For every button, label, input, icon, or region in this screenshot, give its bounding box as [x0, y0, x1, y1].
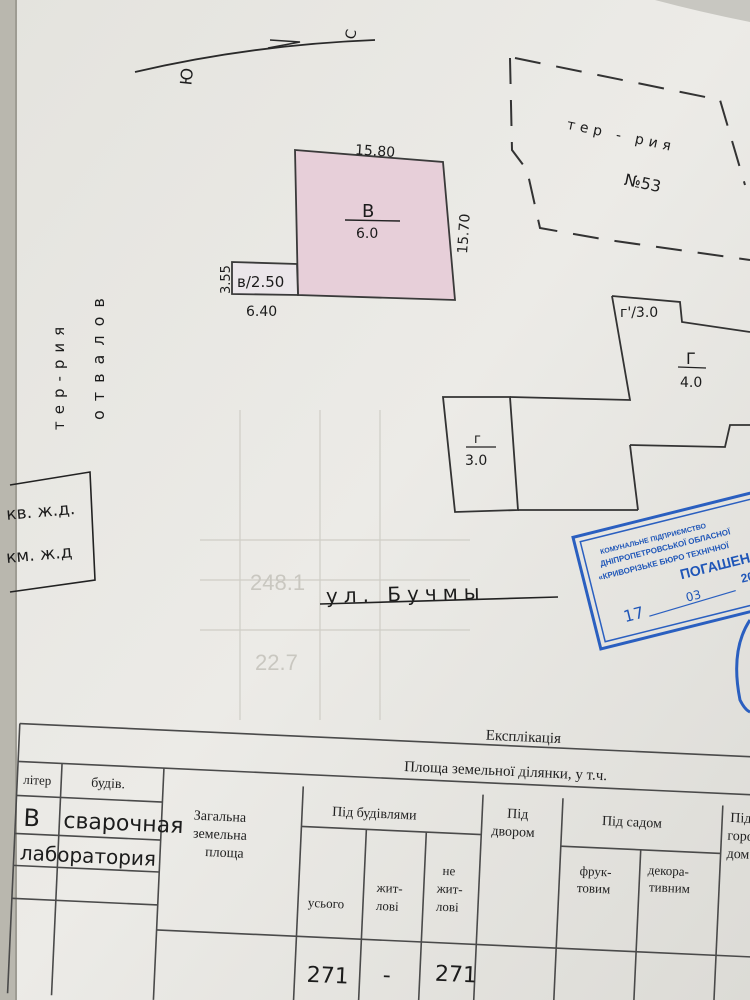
- building-G-letter: Г: [686, 349, 696, 368]
- header-decor-1: декора-: [647, 862, 689, 879]
- building-B-height: 6.0: [356, 226, 378, 242]
- territory-label: тер-рия: [50, 320, 68, 430]
- building-G: г'/3.0 Г 4.0: [509, 295, 750, 511]
- row-value-nonliving: 271: [434, 962, 477, 989]
- building-g-height: 3.0: [465, 453, 487, 469]
- header-fruit-1: фрук-: [579, 863, 612, 879]
- header-all: усього: [308, 895, 345, 912]
- dumps-label: отвалов: [89, 289, 108, 420]
- north-arrow: С Ю: [134, 28, 376, 86]
- building-B-letter: В: [362, 201, 374, 222]
- header-living-1: жит-: [375, 880, 403, 896]
- building-G-height: 4.0: [680, 375, 702, 391]
- annex-b: в/2.50 3.55 6.40: [219, 261, 299, 320]
- table-title: Експлікація: [485, 728, 561, 747]
- building-B-right-dimension: 15.70: [455, 213, 474, 254]
- header-yard-1: Під: [507, 807, 529, 823]
- header-liter: літер: [23, 772, 52, 788]
- header-total-1: Загальна: [193, 809, 247, 826]
- building-G-top-label: г'/3.0: [620, 305, 658, 321]
- header-total-3: площа: [205, 845, 245, 862]
- header-vegetable-2: горо-: [727, 829, 750, 845]
- header-yard-2: двором: [491, 824, 535, 841]
- top-right-shadow: [655, 0, 750, 22]
- explication-table: Експлікація літер будів. Площа земельної…: [6, 722, 750, 1000]
- building-g: г 3.0: [442, 396, 638, 513]
- row-name-1: сварочная: [63, 809, 184, 839]
- round-seal-fragment: [735, 619, 750, 714]
- header-nonliving-2: жит-: [435, 881, 463, 897]
- faded-value-2: 22.7: [255, 650, 298, 675]
- header-decor-2: тивним: [649, 879, 691, 896]
- header-living-2: лові: [376, 898, 400, 914]
- building-B-fraction-line: [344, 219, 401, 222]
- annex-b-label: в/2.50: [237, 273, 284, 291]
- header-nonliving-3: лові: [436, 899, 460, 915]
- header-nonliving-1: не: [442, 863, 456, 879]
- header-budiv: будів.: [91, 776, 125, 793]
- building-g-letter: г: [474, 432, 481, 447]
- stamp-day: 17: [621, 603, 645, 626]
- compass-north-label: С: [343, 28, 360, 41]
- header-vegetable-3: дом: [726, 847, 750, 863]
- binding-edge: [0, 0, 16, 1000]
- header-fruit-2: товим: [577, 880, 611, 896]
- stamp-year: 20: [739, 569, 750, 586]
- header-garden-group: Під садом: [602, 814, 663, 832]
- faded-value-1: 248.1: [250, 570, 305, 595]
- annex-b-bottom-dimension: 6.40: [246, 304, 277, 320]
- header-buildings-group: Під будівлями: [332, 805, 418, 824]
- building-G-fraction-line: [677, 366, 707, 369]
- row-value-all: 271: [306, 963, 349, 990]
- show-through-grid: [200, 410, 470, 720]
- stamp-month: 03: [684, 587, 702, 604]
- street-underline: [319, 596, 559, 605]
- annex-b-left-dimension: 3.55: [219, 265, 234, 294]
- building-B-top-dimension: 15.80: [355, 142, 396, 161]
- compass-south-label: Ю: [176, 67, 197, 86]
- row-value-living: -: [382, 963, 391, 988]
- header-vegetable-1: Під: [730, 811, 750, 827]
- building-B: В 6.0 15.80 15.70: [294, 142, 474, 301]
- row-letter: В: [23, 804, 41, 833]
- header-total-2: земельна: [193, 826, 248, 843]
